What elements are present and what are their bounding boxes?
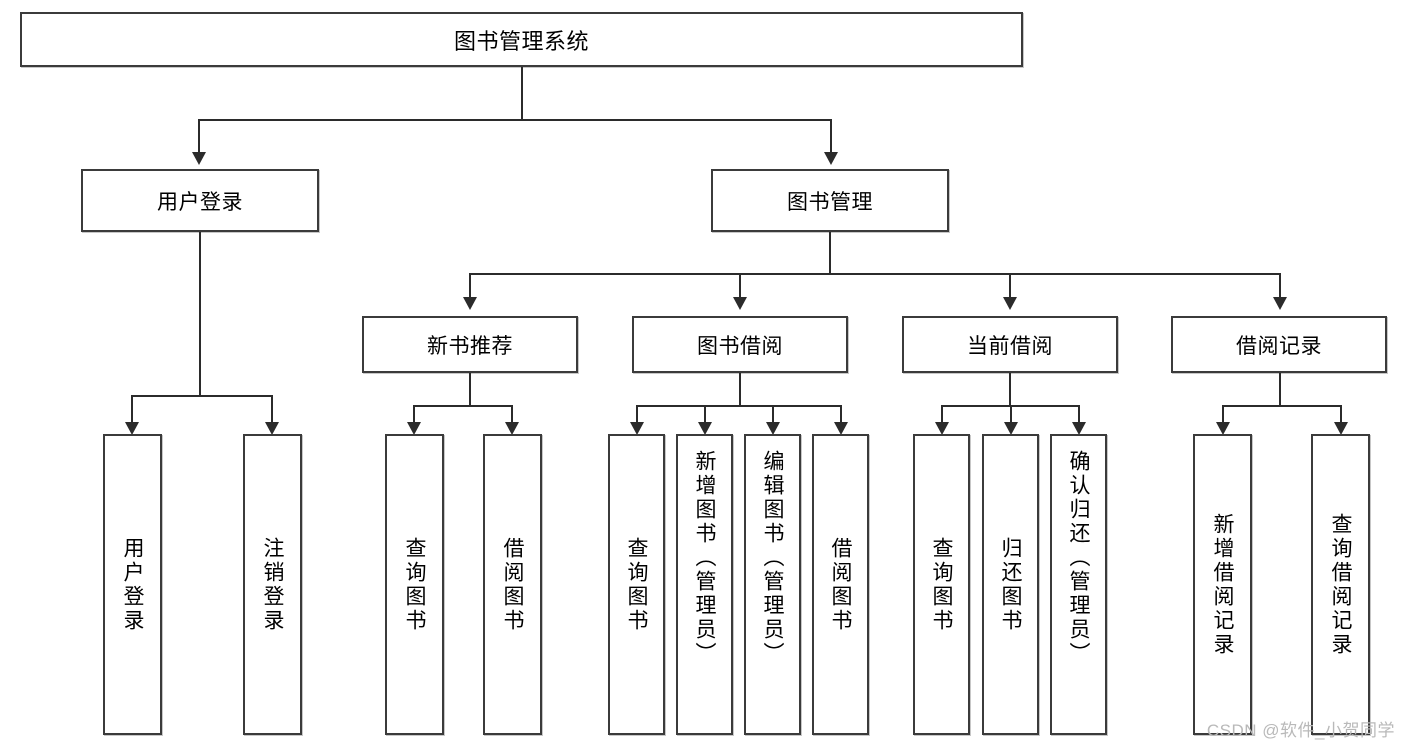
edge-bookmgmt-to-borrow bbox=[739, 273, 741, 298]
edge-borrow-to-add bbox=[704, 405, 706, 423]
leaf-user-login[interactable]: 用户登录 bbox=[103, 434, 162, 735]
node-label: 借阅记录 bbox=[1236, 334, 1322, 358]
arrowhead-bookmgmt-to-newbooks bbox=[463, 297, 477, 310]
edge-bookmgmt-to-records bbox=[1279, 273, 1281, 298]
edge-borrow-to-edit bbox=[772, 405, 774, 423]
node-book-borrowing[interactable]: 图书借阅 bbox=[632, 316, 848, 373]
arrowhead-records-to-add bbox=[1216, 422, 1230, 435]
node-label: 归还图书 bbox=[999, 536, 1022, 633]
node-label: 用户登录 bbox=[121, 536, 144, 633]
edge-newbooks-bus bbox=[413, 405, 513, 407]
leaf-add-book-admin[interactable]: 新增图书（管理员） bbox=[676, 434, 733, 735]
leaf-query-books-current[interactable]: 查询图书 bbox=[913, 434, 970, 735]
node-label: 确认归还（管理员） bbox=[1067, 450, 1090, 666]
arrowhead-borrow-to-add bbox=[698, 422, 712, 435]
arrowhead-login-to-logout bbox=[265, 422, 279, 435]
leaf-return-books[interactable]: 归还图书 bbox=[982, 434, 1039, 735]
leaf-edit-book-admin[interactable]: 编辑图书（管理员） bbox=[744, 434, 801, 735]
arrowhead-borrow-to-edit bbox=[766, 422, 780, 435]
node-label: 图书借阅 bbox=[697, 334, 783, 358]
edge-newbooks-to-borrow bbox=[511, 405, 513, 423]
node-label: 编辑图书（管理员） bbox=[761, 450, 784, 666]
arrowhead-root-to-bookmgmt bbox=[824, 152, 838, 165]
edge-current-stem bbox=[1009, 373, 1011, 406]
edge-current-to-return bbox=[1010, 405, 1012, 423]
node-label: 注销登录 bbox=[261, 536, 284, 633]
node-new-book-recommendation[interactable]: 新书推荐 bbox=[362, 316, 578, 373]
edge-records-to-query bbox=[1340, 405, 1342, 423]
arrowhead-bookmgmt-to-current bbox=[1003, 297, 1017, 310]
leaf-add-borrow-record[interactable]: 新增借阅记录 bbox=[1193, 434, 1252, 735]
edge-borrow-stem bbox=[739, 373, 741, 406]
arrowhead-root-to-login bbox=[192, 152, 206, 165]
node-borrowing-records[interactable]: 借阅记录 bbox=[1171, 316, 1387, 373]
node-label: 借阅图书 bbox=[501, 536, 524, 633]
edge-newbooks-stem bbox=[469, 373, 471, 406]
node-label: 新书推荐 bbox=[427, 334, 513, 358]
arrowhead-newbooks-to-query bbox=[407, 422, 421, 435]
arrowhead-bookmgmt-to-records bbox=[1273, 297, 1287, 310]
arrowhead-newbooks-to-borrow bbox=[505, 422, 519, 435]
edge-login-to-logout bbox=[271, 395, 273, 423]
node-root[interactable]: 图书管理系统 bbox=[20, 12, 1023, 67]
leaf-borrow-books-borrow[interactable]: 借阅图书 bbox=[812, 434, 869, 735]
node-label: 新增借阅记录 bbox=[1211, 512, 1234, 657]
arrowhead-login-to-userlogin bbox=[125, 422, 139, 435]
node-label: 查询借阅记录 bbox=[1329, 512, 1352, 657]
edge-root-stem bbox=[521, 67, 523, 120]
node-book-management[interactable]: 图书管理 bbox=[711, 169, 949, 232]
edge-root-bus bbox=[198, 119, 832, 121]
node-label: 新增图书（管理员） bbox=[693, 450, 716, 666]
node-label: 用户登录 bbox=[157, 190, 243, 214]
edge-bookmgmt-stem bbox=[829, 232, 831, 274]
leaf-logout[interactable]: 注销登录 bbox=[243, 434, 302, 735]
arrowhead-borrow-to-lend bbox=[834, 422, 848, 435]
leaf-query-borrow-record[interactable]: 查询借阅记录 bbox=[1311, 434, 1370, 735]
node-label: 查询图书 bbox=[625, 536, 648, 633]
edge-borrow-to-lend bbox=[840, 405, 842, 423]
node-user-login[interactable]: 用户登录 bbox=[81, 169, 319, 232]
edge-current-to-query bbox=[941, 405, 943, 423]
edge-login-stem bbox=[199, 232, 201, 396]
node-label: 查询图书 bbox=[930, 536, 953, 633]
edge-records-stem bbox=[1279, 373, 1281, 406]
arrowhead-bookmgmt-to-borrow bbox=[733, 297, 747, 310]
edge-records-bus bbox=[1222, 405, 1342, 407]
node-current-borrowing[interactable]: 当前借阅 bbox=[902, 316, 1118, 373]
edge-borrow-bus bbox=[636, 405, 841, 407]
edge-root-to-login bbox=[198, 119, 200, 152]
arrowhead-current-to-return bbox=[1004, 422, 1018, 435]
arrowhead-current-to-confirm bbox=[1072, 422, 1086, 435]
node-label: 图书管理 bbox=[787, 190, 873, 214]
edge-bookmgmt-to-current bbox=[1009, 273, 1011, 298]
edge-borrow-to-query bbox=[636, 405, 638, 423]
edge-login-bus bbox=[131, 395, 271, 397]
leaf-query-books-borrow[interactable]: 查询图书 bbox=[608, 434, 665, 735]
edge-current-to-confirm bbox=[1078, 405, 1080, 423]
edge-bookmgmt-to-newbooks bbox=[469, 273, 471, 298]
edge-records-to-add bbox=[1222, 405, 1224, 423]
arrowhead-current-to-query bbox=[935, 422, 949, 435]
edge-bookmgmt-bus bbox=[469, 273, 1280, 275]
edge-login-to-userlogin bbox=[131, 395, 133, 423]
node-label: 图书管理系统 bbox=[453, 28, 589, 54]
edge-root-to-bookmgmt bbox=[830, 119, 832, 152]
leaf-borrow-books-newbooks[interactable]: 借阅图书 bbox=[483, 434, 542, 735]
leaf-confirm-return-admin[interactable]: 确认归还（管理员） bbox=[1050, 434, 1107, 735]
node-label: 查询图书 bbox=[403, 536, 426, 633]
arrowhead-borrow-to-query bbox=[630, 422, 644, 435]
leaf-query-books-newbooks[interactable]: 查询图书 bbox=[385, 434, 444, 735]
node-label: 当前借阅 bbox=[967, 334, 1053, 358]
node-label: 借阅图书 bbox=[829, 536, 852, 633]
edge-newbooks-to-query bbox=[413, 405, 415, 423]
arrowhead-records-to-query bbox=[1334, 422, 1348, 435]
